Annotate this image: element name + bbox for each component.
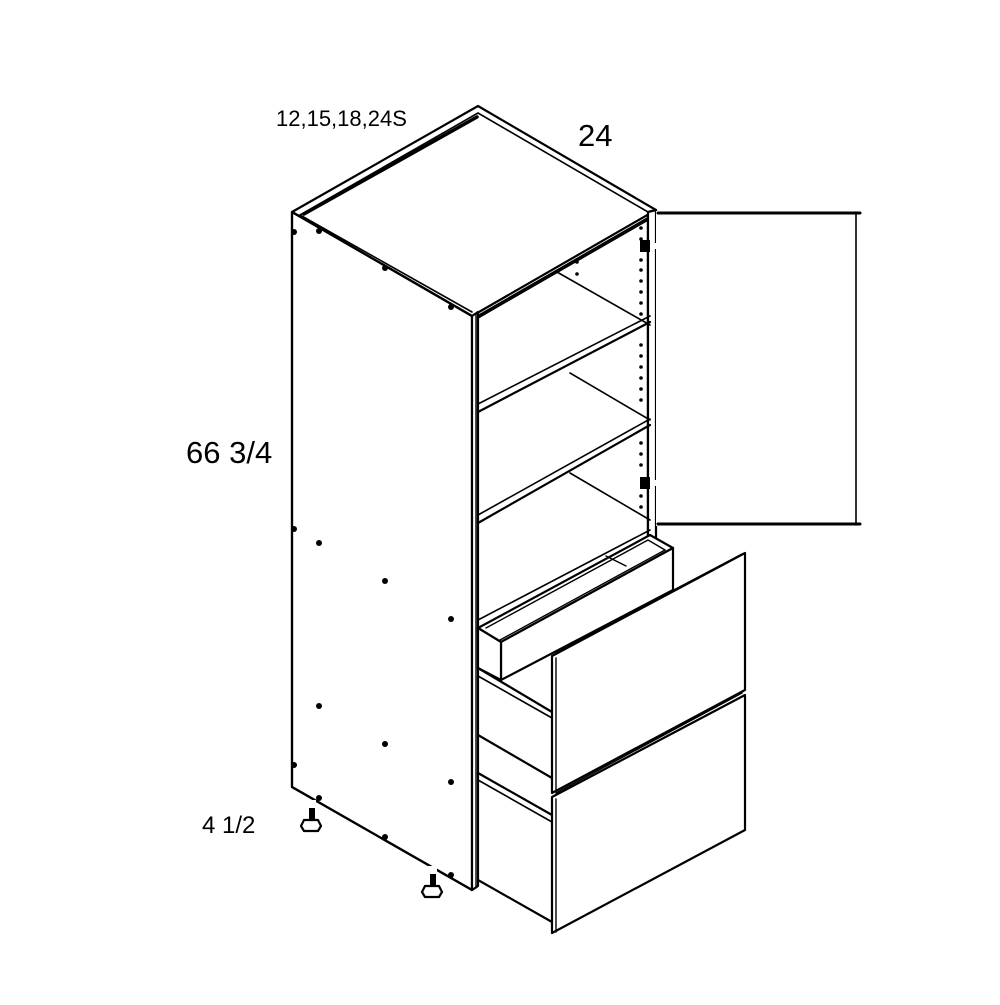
left-side-panel: [290, 210, 474, 892]
hinge-lower-icon: [640, 477, 663, 491]
leveler-leg-left-icon: [299, 800, 323, 833]
upper-door[interactable]: [656, 211, 862, 526]
height-dimension-label: 66 3/4: [186, 435, 273, 470]
hinge-upper-icon: [640, 240, 663, 254]
drawer-box-lower: [476, 771, 554, 924]
rollout-tray: [476, 533, 675, 682]
depth-dimension-label: 24: [578, 118, 613, 153]
drawer-box-upper: [476, 666, 554, 780]
shelf-2: [476, 372, 652, 525]
leveler-leg-right-icon: [420, 866, 444, 899]
drawer-front-upper[interactable]: [550, 551, 747, 795]
shelf-pin-holes-right: [639, 226, 643, 509]
shelf-1: [476, 271, 652, 414]
toe-kick-dimension-label: 4 1/2: [202, 812, 256, 839]
width-dimension-label: 12,15,18,24S: [276, 106, 407, 131]
shelf-3: [477, 472, 651, 621]
drawer-front-lower[interactable]: [550, 692, 747, 935]
assembly-holes-left-panel: [291, 228, 454, 878]
left-panel-front-edge: [470, 310, 480, 892]
shelf-pin-holes-back: [575, 260, 579, 276]
